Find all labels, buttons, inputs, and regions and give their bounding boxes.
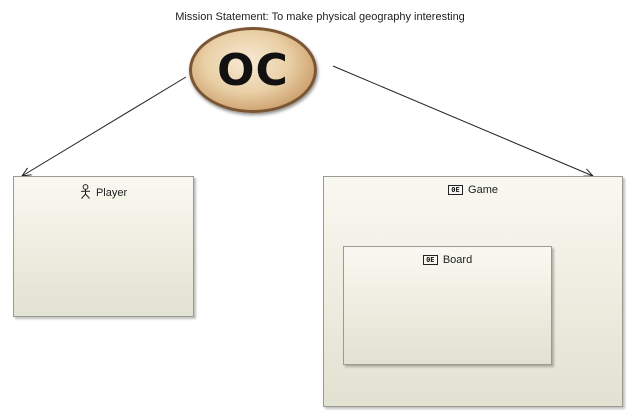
board-node-title: 0E Board <box>344 254 551 266</box>
player-node-title: Player <box>14 184 193 202</box>
mission-statement-text: Mission Statement: To make physical geog… <box>175 11 465 23</box>
game-node-label: Game <box>468 184 499 197</box>
edge-logo-to-game[interactable] <box>332 65 593 176</box>
player-node-label: Player <box>95 187 128 199</box>
board-node[interactable]: 0E Board <box>343 246 552 365</box>
oc-logo[interactable]: OC <box>189 27 317 113</box>
edge-logo-to-player[interactable] <box>22 76 187 176</box>
game-node-title: 0E Game <box>324 184 622 196</box>
block-icon: 0E <box>447 185 463 196</box>
block-icon: 0E <box>422 255 438 266</box>
player-node[interactable]: Player <box>13 176 194 317</box>
mission-statement: Mission Statement: To make physical geog… <box>0 11 518 23</box>
board-node-label: Board <box>442 254 473 267</box>
logo-text: OC <box>217 45 289 96</box>
actor-icon <box>80 184 91 202</box>
